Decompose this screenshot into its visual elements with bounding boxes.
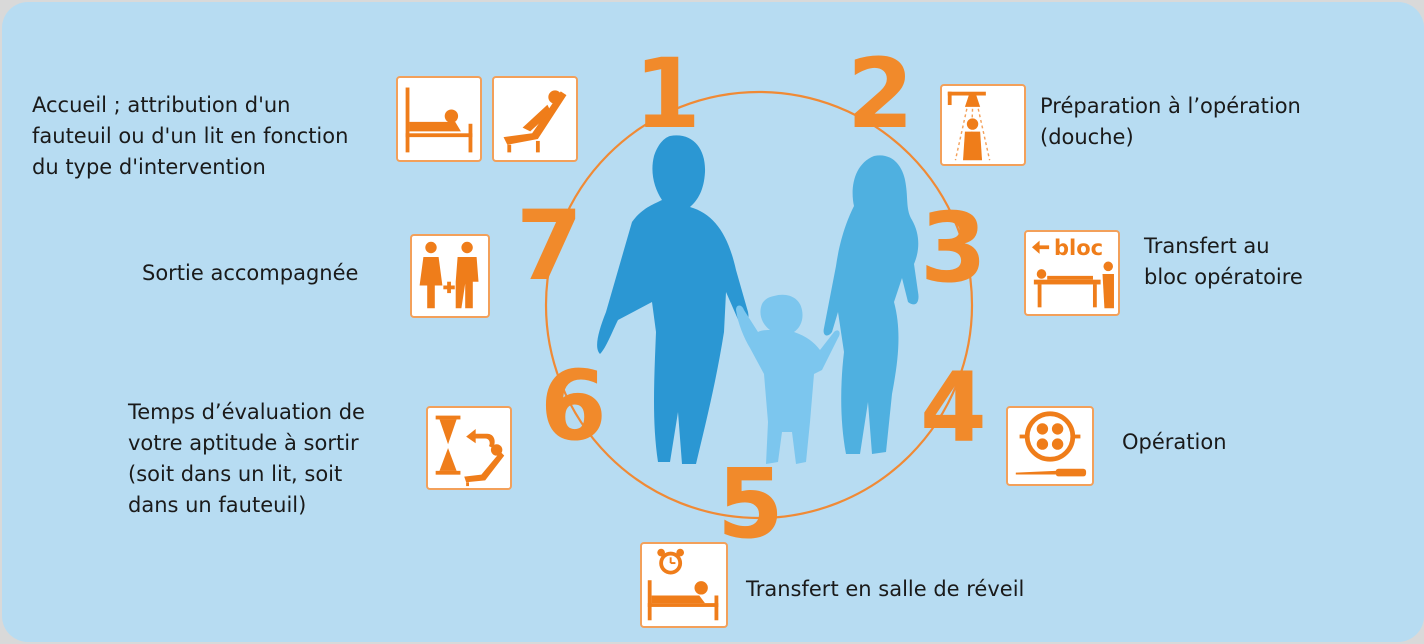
step-number-1: 1: [634, 38, 701, 150]
surgical-lamp-scalpel-icon: [1006, 406, 1094, 486]
step-number-6: 6: [540, 350, 607, 462]
process-circle: [544, 90, 974, 520]
step-number-5: 5: [717, 448, 784, 560]
bed-patient-icon: [396, 76, 482, 162]
child-silhouette: [736, 294, 840, 464]
alarm-clock-bed-icon: [640, 542, 728, 628]
shower-icon: [940, 84, 1026, 166]
reclining-chair-icon: [492, 76, 578, 162]
step-6-text: Temps d’évaluation de votre aptitude à s…: [128, 400, 365, 517]
woman-silhouette: [823, 155, 919, 454]
step-number-2: 2: [847, 38, 914, 150]
step-number-4: 4: [920, 352, 987, 464]
hourglass-chair-icon: [426, 406, 512, 490]
step-1-text: Accueil ; attribution d'un fauteuil ou d…: [32, 93, 349, 179]
step-7-text: Sortie accompagnée: [142, 261, 359, 285]
step-number-3: 3: [920, 192, 987, 304]
step-number-7: 7: [516, 190, 583, 302]
step-5-text: Transfert en salle de réveil: [746, 577, 1025, 601]
stretcher-transfer-icon: bloc: [1024, 230, 1120, 316]
step-3-text: Transfert au bloc opératoire: [1144, 234, 1303, 289]
bloc-label: bloc: [1054, 236, 1104, 260]
step-4-text: Opération: [1122, 430, 1227, 454]
accompanied-exit-icon: [410, 234, 490, 318]
man-silhouette: [597, 135, 749, 464]
step-2-text: Préparation à l’opération (douche): [1040, 94, 1301, 149]
